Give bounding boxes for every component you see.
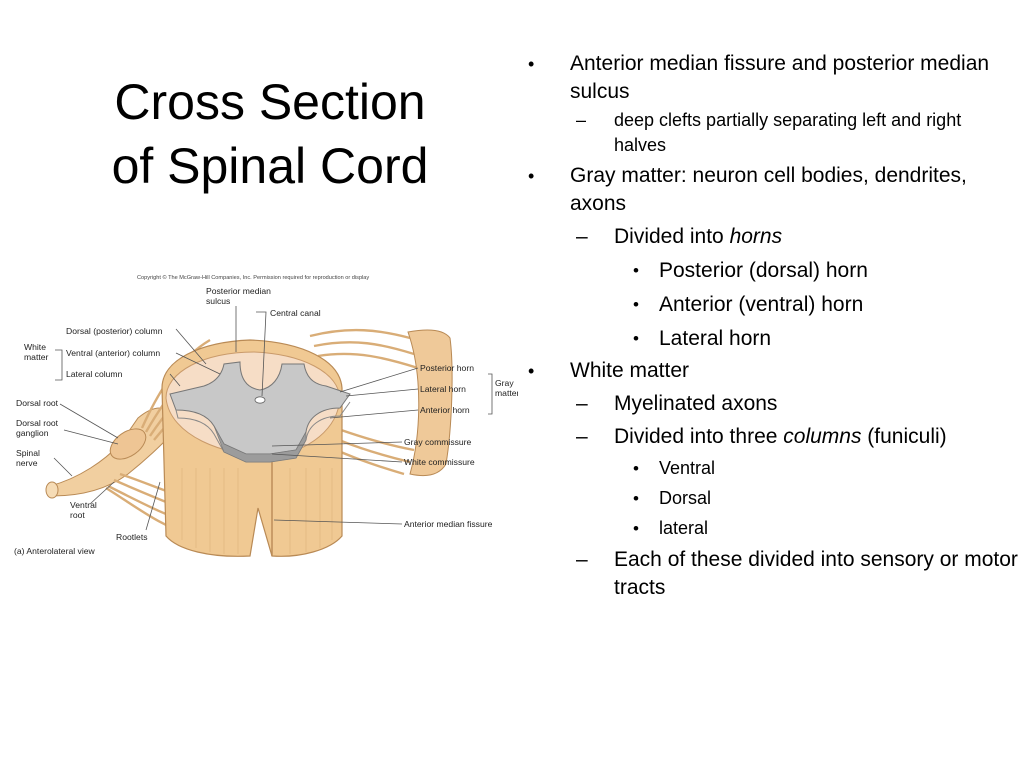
emphasis-horns: horns [729, 225, 783, 248]
right-spinal-nerve [305, 328, 453, 477]
subbullet-text: Divided into horns [614, 223, 1018, 251]
bullet-marker: • [633, 459, 639, 478]
label-lateral-column: Lateral column [66, 369, 123, 379]
label-gray-matter: Gray [495, 378, 514, 388]
bullet-marker: • [633, 295, 639, 314]
bullet-marker: • [633, 519, 639, 538]
subbullet-text: Myelinated axons [614, 392, 778, 415]
bullet-marker: • [633, 489, 639, 508]
label-white-matter-2: matter [24, 352, 48, 362]
bullet-gray-matter: • Gray matter: neuron cell bodies, dendr… [528, 162, 1018, 218]
bullet-marker: • [633, 261, 639, 280]
label-posterior-horn: Posterior horn [420, 363, 474, 373]
item-text: Ventral [659, 458, 716, 478]
bullet-text: White matter [570, 359, 690, 382]
dash-marker: – [576, 225, 588, 248]
title-line-1: Cross Section [114, 74, 426, 130]
figure-copyright: Copyright © The McGraw-Hill Companies, I… [137, 274, 369, 281]
text-part: Divided into three [614, 425, 784, 448]
gray-matter-butterfly [169, 361, 351, 463]
subbullet-text: Divided into three columns (funiculi) [614, 423, 1018, 451]
title-line-2: of Spinal Cord [111, 138, 429, 194]
label-ventral-root: Ventral [70, 500, 97, 510]
bullet-marker: • [528, 54, 535, 74]
item-text: Lateral horn [659, 327, 772, 350]
label-white-commissure: White commissure [404, 457, 475, 467]
bullet-marker: • [528, 166, 535, 186]
item-lateral: • lateral [528, 516, 1018, 541]
label-gray-matter-2: matter [495, 388, 518, 398]
item-text: Posterior (dorsal) horn [659, 259, 868, 282]
item-text: Dorsal [659, 488, 712, 508]
dorsal-root-ganglion [109, 428, 147, 460]
text-part: (funiculi) [861, 425, 947, 448]
label-anterolateral-view: (a) Anterolateral view [14, 546, 96, 556]
label-dorsal-column: Dorsal (posterior) column [66, 326, 163, 336]
dash-marker: – [576, 425, 588, 448]
subbullet-columns: – Divided into three columns (funiculi) [528, 423, 1018, 451]
subbullet-text: Each of these divided into sensory or mo… [614, 548, 1018, 599]
bullet-marker: • [528, 361, 535, 381]
label-lateral-horn: Lateral horn [420, 384, 466, 394]
slide-title: Cross Section of Spinal Cord [60, 70, 480, 198]
bullet-median-fissure: • Anterior median fissure and posterior … [528, 50, 1018, 106]
emphasis-columns: columns [783, 425, 862, 448]
label-gray-commissure: Gray commissure [404, 437, 472, 447]
subbullet-myelinated: – Myelinated axons [528, 390, 1018, 418]
spinal-cord-diagram: Copyright © The McGraw-Hill Companies, I… [14, 274, 518, 557]
label-anterior-median-fissure: Anterior median fissure [404, 519, 493, 529]
subbullet-text: deep clefts partially separating left an… [614, 110, 962, 155]
label-dorsal-root-ganglion-2: ganglion [16, 428, 49, 438]
text-part: Divided into [614, 225, 730, 248]
label-central-canal: Central canal [270, 308, 321, 318]
label-ventral-root-2: root [70, 510, 85, 520]
item-dorsal: • Dorsal [528, 486, 1018, 511]
bullet-text: Gray matter: neuron cell bodies, dendrit… [570, 164, 967, 215]
item-ventral: • Ventral [528, 456, 1018, 481]
label-anterior-horn: Anterior horn [420, 405, 470, 415]
subbullet-deep-clefts: – deep clefts partially separating left … [528, 108, 1018, 158]
item-posterior-horn: • Posterior (dorsal) horn [528, 257, 1018, 285]
bullet-marker: • [633, 329, 639, 348]
label-dorsal-root: Dorsal root [16, 398, 59, 408]
label-rootlets: Rootlets [116, 532, 148, 542]
label-spinal-nerve: Spinal [16, 448, 40, 458]
label-ventral-column: Ventral (anterior) column [66, 348, 160, 358]
label-dorsal-root-ganglion: Dorsal root [16, 418, 59, 428]
bullet-list: • Anterior median fissure and posterior … [528, 46, 1018, 602]
spinal-cord-illustration: Copyright © The McGraw-Hill Companies, I… [10, 268, 518, 564]
bullet-text: Anterior median fissure and posterior me… [570, 52, 990, 103]
item-lateral-horn: • Lateral horn [528, 325, 1018, 353]
item-text: lateral [659, 518, 709, 538]
dash-marker: – [576, 110, 587, 130]
label-posterior-median-sulcus: Posterior median [206, 286, 271, 296]
label-posterior-median-sulcus-2: sulcus [206, 296, 230, 306]
subbullet-tracts: – Each of these divided into sensory or … [528, 546, 1018, 602]
bullet-white-matter: • White matter [528, 357, 1018, 385]
dash-marker: – [576, 548, 588, 571]
item-text: Anterior (ventral) horn [659, 293, 864, 316]
dash-marker: – [576, 392, 588, 415]
label-spinal-nerve-2: nerve [16, 458, 38, 468]
central-canal [254, 396, 266, 404]
item-anterior-horn: • Anterior (ventral) horn [528, 291, 1018, 319]
subbullet-horns: – Divided into horns [528, 223, 1018, 251]
label-white-matter: White [24, 342, 46, 352]
